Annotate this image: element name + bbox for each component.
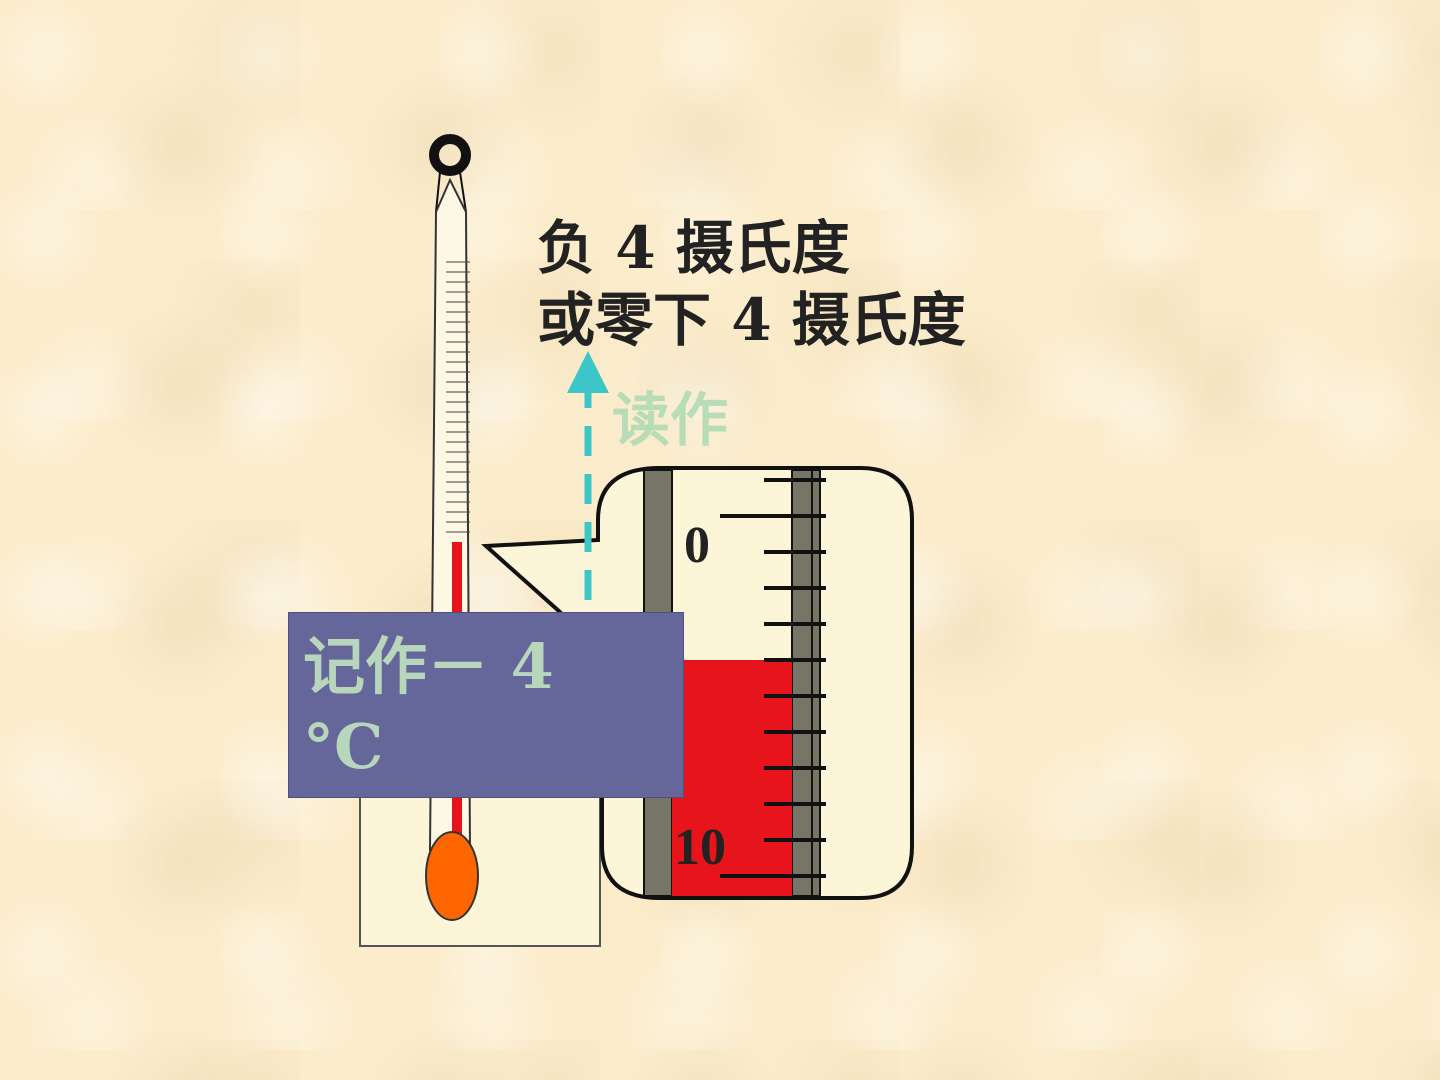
reading-text: 负 4 摄氏度 或零下 4 摄氏度 xyxy=(537,212,966,356)
reading-line-2: 或零下 4 摄氏度 xyxy=(537,286,966,354)
read-as-label: 读作 xyxy=(612,386,729,454)
reading-line-1: 负 4 摄氏度 xyxy=(537,214,850,282)
record-box: 记作－ 4 °C xyxy=(288,612,684,798)
thermometer-stand xyxy=(359,789,601,947)
scale-label-ten: 10 xyxy=(674,819,726,876)
magnifier-ticks xyxy=(720,478,826,878)
record-text: 记作－ 4 °C xyxy=(303,630,554,783)
hanging-ring xyxy=(429,134,471,176)
thermometer-bulb xyxy=(425,831,479,921)
thermometer-ticks xyxy=(446,261,470,533)
scale-label-zero: 0 xyxy=(684,517,710,574)
magnified-mercury xyxy=(672,660,792,896)
magnifier-scale-rail xyxy=(791,469,821,897)
